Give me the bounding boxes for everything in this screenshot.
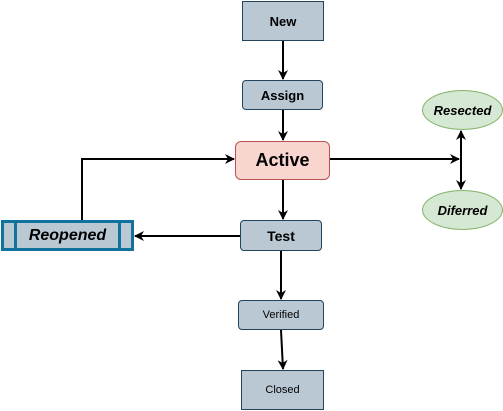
state-diferred: Diferred bbox=[422, 190, 503, 230]
state-assign: Assign bbox=[242, 80, 323, 110]
state-new: New bbox=[242, 1, 324, 41]
state-closed-label: Closed bbox=[265, 384, 300, 396]
state-verified: Verified bbox=[238, 300, 324, 330]
state-active: Active bbox=[235, 141, 330, 180]
state-new-label: New bbox=[269, 13, 297, 29]
state-diferred-label: Diferred bbox=[437, 202, 488, 218]
state-reopened: Reopened bbox=[1, 220, 134, 251]
process-bar-right bbox=[118, 223, 121, 248]
state-test-label: Test bbox=[267, 227, 295, 244]
state-closed: Closed bbox=[241, 370, 324, 410]
state-reopened-label: Reopened bbox=[28, 226, 107, 244]
edge-verified-to-closed bbox=[277, 329, 288, 370]
process-bar-left bbox=[14, 223, 17, 248]
state-test: Test bbox=[240, 220, 322, 251]
state-verified-label: Verified bbox=[262, 309, 300, 321]
state-active-label: Active bbox=[255, 150, 310, 170]
edge-reopened-to-active bbox=[81, 154, 235, 220]
state-resected-label: Resected bbox=[433, 102, 492, 118]
state-resected: Resected bbox=[422, 90, 503, 130]
state-assign-label: Assign bbox=[260, 87, 305, 103]
